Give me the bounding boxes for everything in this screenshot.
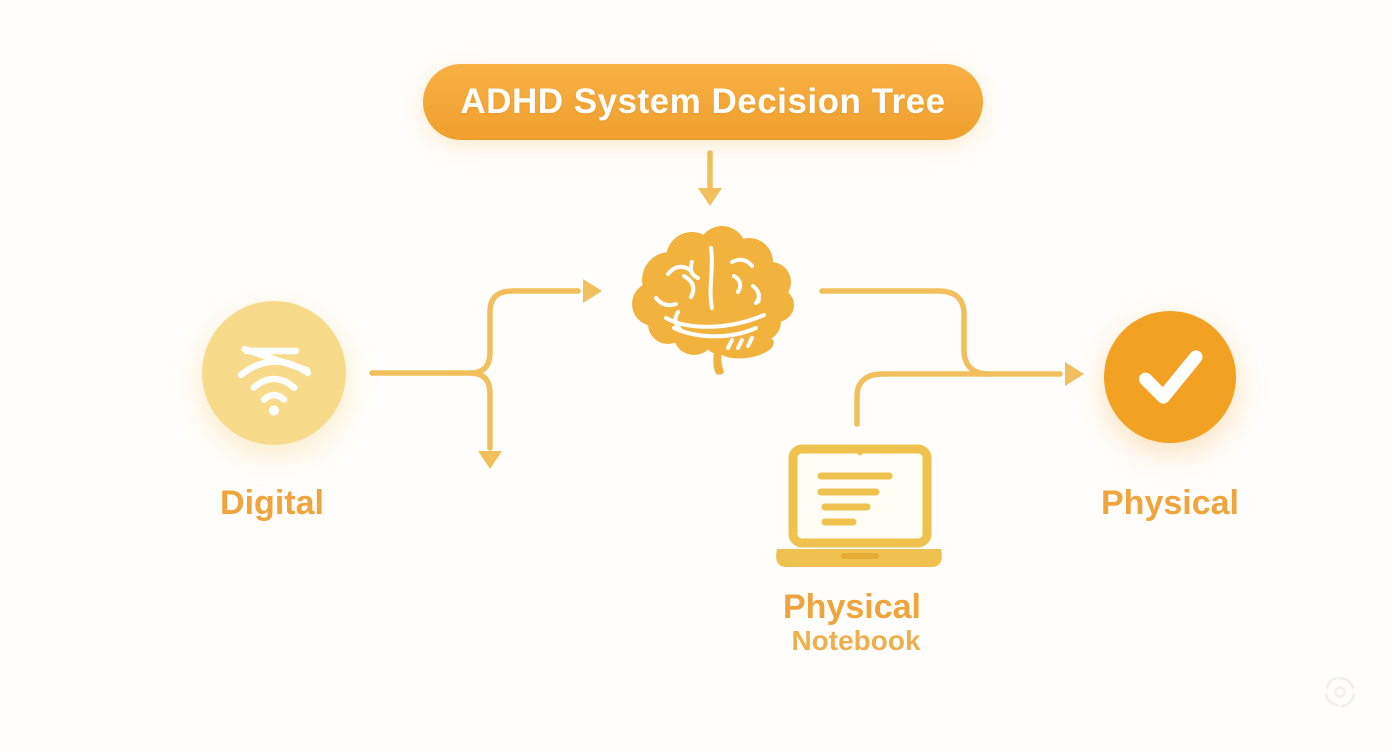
- arrowhead-down-brain: [698, 188, 722, 206]
- brain-node: [622, 218, 802, 378]
- physical-node: [1104, 311, 1236, 443]
- physical-label: Physical: [1101, 484, 1239, 522]
- title-banner: ADHD System Decision Tree: [423, 64, 983, 140]
- arrowhead-down-fork: [478, 451, 502, 469]
- notebook-node: [773, 443, 945, 581]
- notebook-sublabel: Notebook: [791, 625, 921, 656]
- arrowhead-right-brain: [583, 279, 602, 303]
- arrow-fork-down: [467, 370, 493, 451]
- arrowhead-right-check: [1065, 362, 1084, 386]
- wifi-signal-icon: [237, 345, 312, 416]
- arrow-digital-to-brain: [369, 288, 581, 376]
- arrow-brain-to-physical: [819, 288, 1063, 377]
- laptop-icon: [776, 444, 942, 567]
- arrow-notebook-merge: [854, 371, 992, 427]
- diagram-title: ADHD System Decision Tree: [460, 82, 946, 121]
- digital-node: [202, 301, 346, 445]
- brain-icon: [632, 226, 794, 375]
- checkmark-circle-icon: [1138, 350, 1203, 404]
- notebook-label: Physical: [783, 588, 921, 626]
- digital-label: Digital: [220, 484, 324, 522]
- camera-logo-watermark-icon: [1324, 676, 1356, 708]
